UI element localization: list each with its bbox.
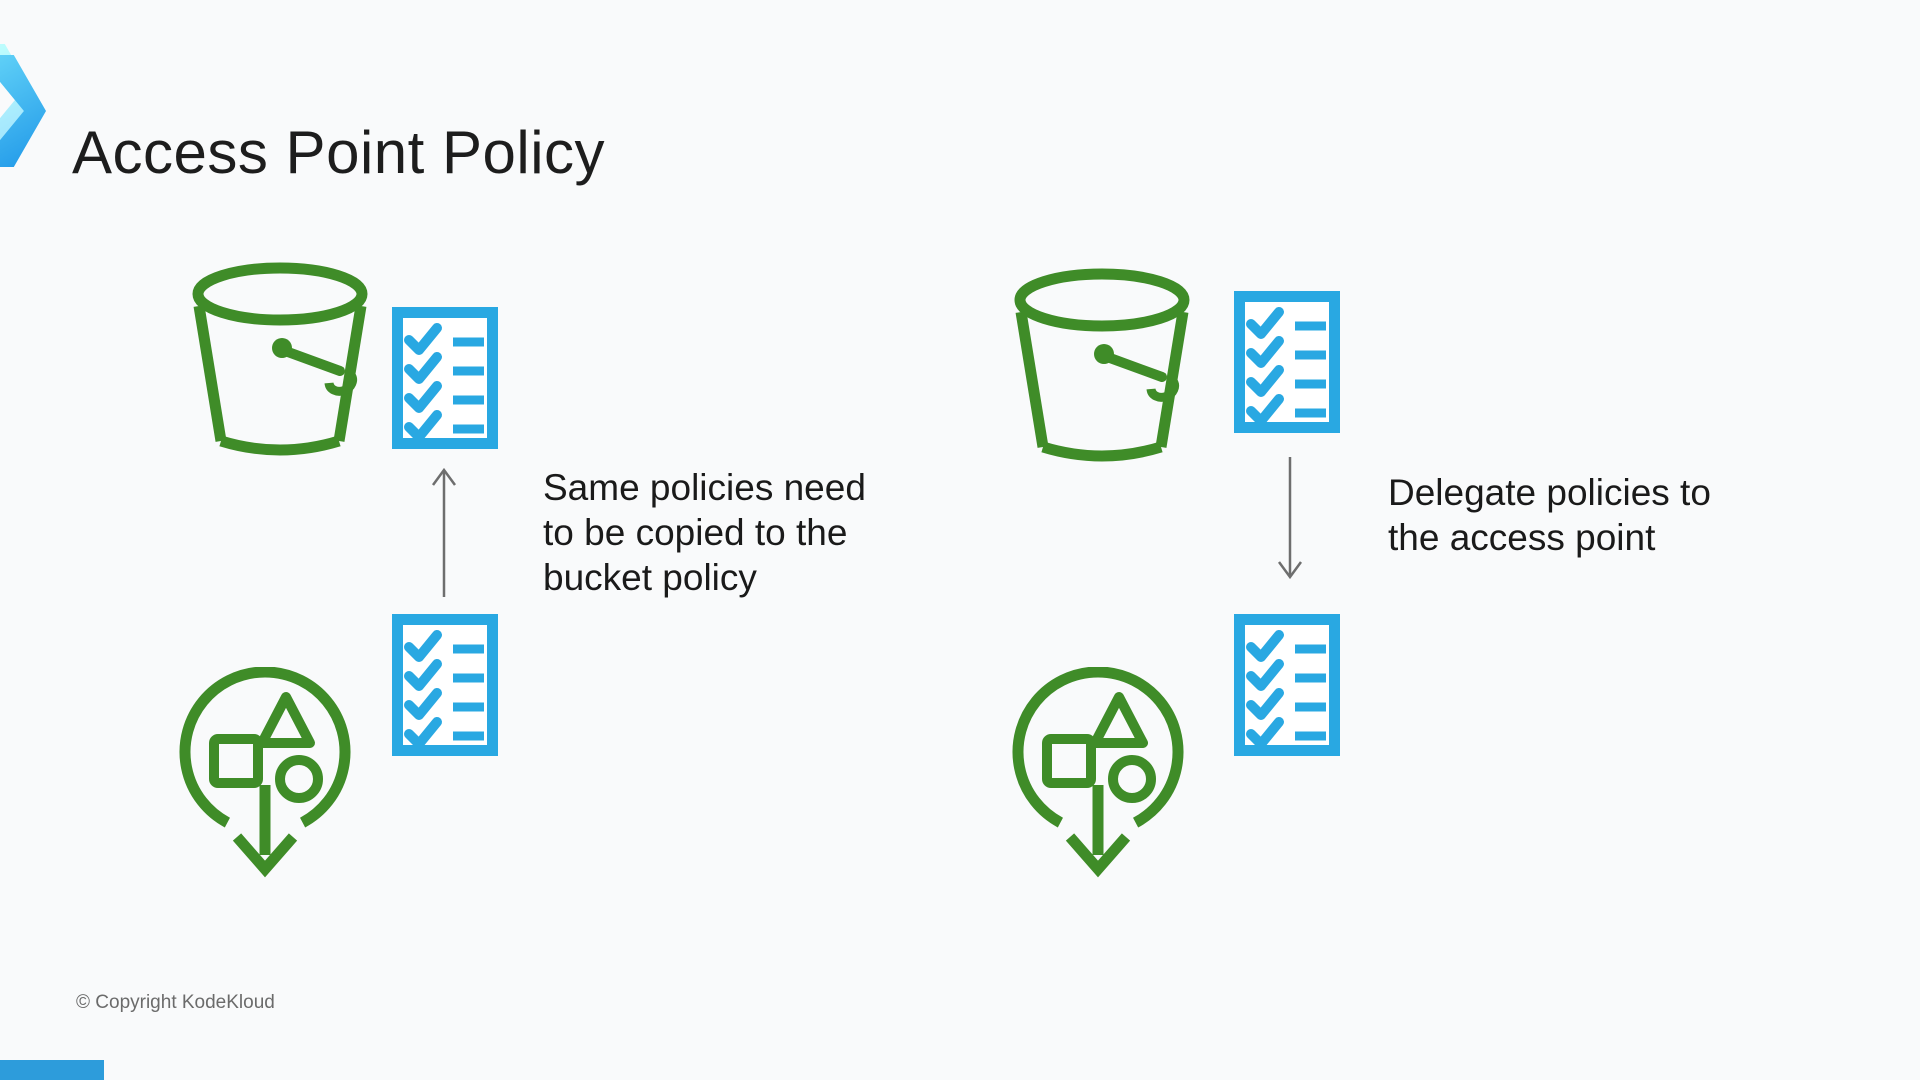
caption-copy-policy: Same policies need to be copied to the b…: [543, 465, 866, 600]
policy-checklist-icon: [392, 614, 498, 756]
footer-accent-bar: [0, 1060, 104, 1080]
caption-line: Delegate policies to: [1388, 472, 1711, 513]
page-title: Access Point Policy: [72, 119, 606, 187]
caption-line: bucket policy: [543, 557, 757, 598]
caption-line: Same policies need: [543, 467, 866, 508]
s3-bucket-icon: [1014, 268, 1190, 462]
policy-checklist-icon: [392, 307, 498, 449]
caption-line: to be copied to the: [543, 512, 848, 553]
s3-bucket-icon: [192, 262, 368, 456]
arrow-up-icon: [431, 467, 457, 597]
copyright-text: © Copyright KodeKloud: [76, 992, 275, 1013]
policy-checklist-icon: [1234, 614, 1340, 756]
s3-access-point-icon: [1012, 667, 1184, 878]
policy-checklist-icon: [1234, 291, 1340, 433]
caption-delegate-policy: Delegate policies to the access point: [1388, 470, 1711, 560]
caption-line: the access point: [1388, 517, 1656, 558]
arrow-down-icon: [1277, 457, 1303, 580]
s3-access-point-icon: [179, 667, 351, 878]
